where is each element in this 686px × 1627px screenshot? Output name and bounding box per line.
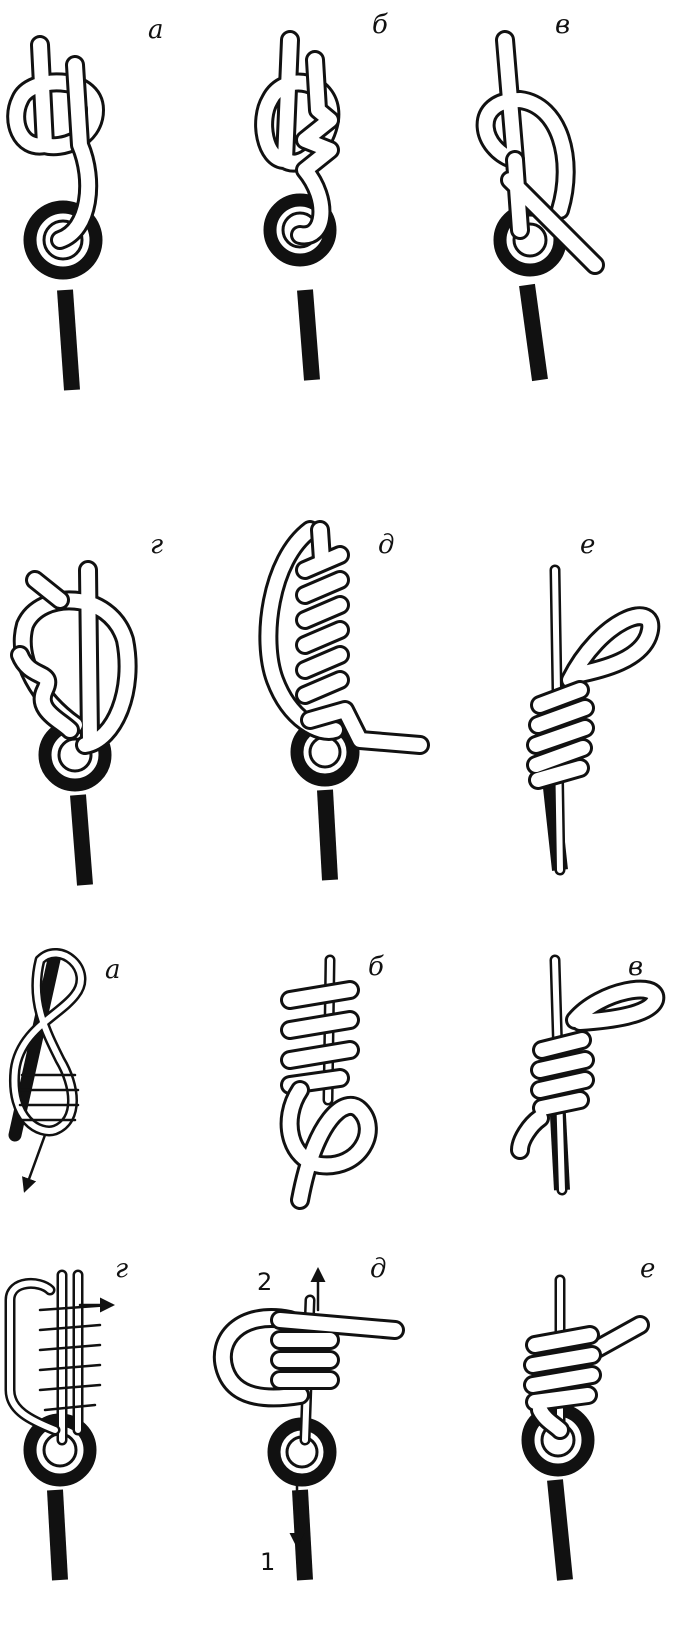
fig2-g — [10, 1275, 112, 1580]
label-fig2-v: в — [628, 952, 643, 982]
fig1-e — [536, 570, 650, 870]
fig2-a — [14, 953, 81, 1190]
fig1-g — [20, 570, 128, 885]
label-fig1-v: в — [555, 10, 570, 40]
fig1-a — [16, 45, 96, 390]
fig2-b — [290, 960, 368, 1200]
fig2-e — [528, 1280, 640, 1580]
label-fig2-d: д — [370, 1254, 386, 1284]
label-fig2-d-num-bottom: 1 — [260, 1548, 275, 1576]
label-fig2-d-num-top: 2 — [257, 1268, 272, 1296]
fig1-d — [268, 530, 420, 880]
label-fig2-a: а — [105, 955, 121, 985]
fig1-v — [486, 40, 595, 380]
label-fig2-b: б — [368, 952, 384, 982]
label-fig1-b: б — [372, 10, 388, 40]
label-fig1-g: г — [150, 530, 163, 560]
label-fig1-a: а — [148, 15, 164, 45]
label-fig2-g: г — [115, 1254, 128, 1284]
label-fig2-e: е — [640, 1254, 655, 1284]
label-fig1-d: д — [378, 530, 394, 560]
label-fig1-e: е — [580, 530, 595, 560]
fig1-b — [264, 40, 330, 380]
fig2-d — [223, 1270, 395, 1580]
fig2-v — [520, 960, 655, 1190]
